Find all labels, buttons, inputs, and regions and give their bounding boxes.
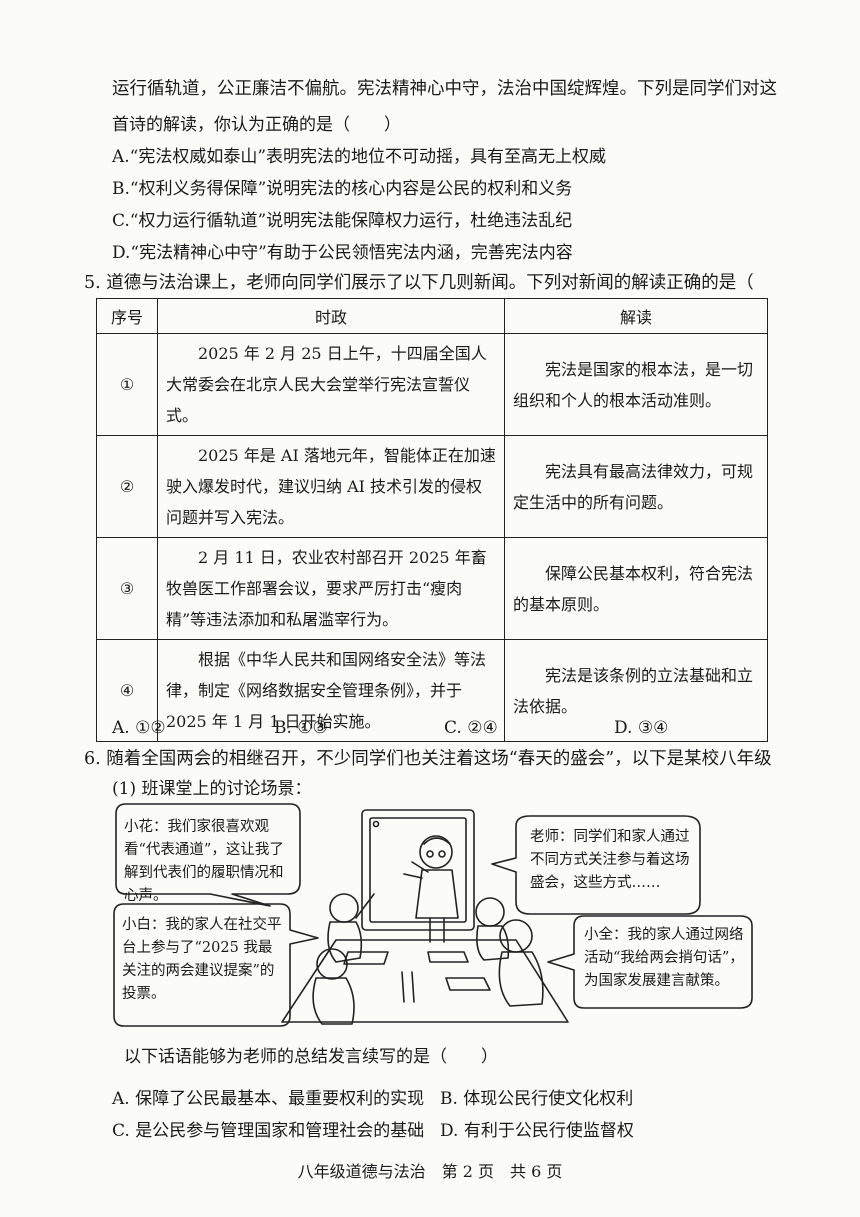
bubble-xiaohua: 小花：我们家很喜欢观看“代表通道”，这让我了解到代表们的履职情况和心声。 — [124, 819, 284, 904]
q4-stem-line1: 运行循轨道，公正廉洁不偏航。宪法精神心中守，法治中国绽辉煌。下列是同学们对这 — [112, 79, 777, 99]
row-interp: 保障公民基本权利，符合宪法的基本原则。 — [504, 537, 768, 640]
classroom-drawing — [113, 803, 753, 1027]
blackboard — [361, 809, 475, 931]
table-row: ① 2025 年 2 月 25 日上午，十四届全国人大常委会在北京人民大会堂举行… — [96, 333, 768, 436]
table-header-row: 序号 时政 解读 — [96, 298, 768, 334]
row-num: ④ — [96, 639, 158, 742]
header-news: 时政 — [157, 298, 505, 334]
q5-stem: 5. 道德与法治课上，老师向同学们展示了以下几则新闻。下列对新闻的解读正确的是（ — [84, 273, 754, 293]
q6-stem: 6. 随着全国两会的相继召开，不少同学们也关注着这场“春天的盛会”，以下是某校八… — [84, 749, 772, 769]
q6-option-a: A. 保障了公民最基本、最重要权利的实现 — [112, 1089, 425, 1109]
q6-question: 以下话语能够为老师的总结发言续写的是（ ） — [124, 1047, 498, 1067]
header-interp: 解读 — [504, 298, 768, 334]
row-interp: 宪法是国家的根本法，是一切组织和个人的根本活动准则。 — [504, 333, 768, 436]
q5-option-a: A. ①② — [112, 718, 166, 738]
teacher-figure — [419, 835, 453, 869]
conference-table — [281, 939, 569, 1023]
q4-option-b: B.“权利义务得保障”说明宪法的核心内容是公民的权利和义务 — [112, 179, 573, 199]
news-table: 序号 时政 解读 ① 2025 年 2 月 25 日上午，十四届全国人大常委会在… — [96, 298, 768, 742]
q4-stem-line2: 首诗的解读，你认为正确的是（ ） — [112, 115, 401, 135]
bubble-xiaobai: 小白：我的家人在社交平台上参与了“2025 我最关注的两会建议提案”的投票。 — [122, 917, 282, 1002]
q4-option-d: D.“宪法精神心中守”有助于公民领悟宪法内涵，完善宪法内容 — [112, 243, 573, 263]
row-interp: 宪法是该条例的立法基础和立法依据。 — [504, 639, 768, 742]
student-figure — [475, 897, 505, 927]
classroom-illustration: 小花：我们家很喜欢观看“代表通道”，这让我了解到代表们的履职情况和心声。 老师：… — [112, 802, 764, 1030]
header-num: 序号 — [96, 298, 158, 334]
table-row: ④ 根据《中华人民共和国网络安全法》等法律，制定《网络数据安全管理条例》，并于 … — [96, 639, 768, 742]
q6-option-b: B. 体现公民行使文化权利 — [440, 1089, 634, 1109]
student-figure — [329, 893, 359, 923]
bubble-teacher-shape — [491, 815, 701, 915]
page-footer: 八年级道德与法治 第 2 页 共 6 页 — [297, 1162, 563, 1181]
table-row: ③ 2 月 11 日，农业农村部召开 2025 年畜牧兽医工作部署会议，要求严厉… — [96, 537, 768, 640]
q5-option-b: B. ①③ — [274, 718, 328, 738]
bubble-teacher: 老师：同学们和家人通过不同方式关注参与着这场盛会，这些方式…… — [530, 829, 690, 891]
q4-option-a: A.“宪法权威如泰山”表明宪法的地位不可动摇，具有至高无上权威 — [112, 147, 607, 167]
row-interp: 宪法具有最高法律效力，可规定生活中的所有问题。 — [504, 435, 768, 538]
row-news: 根据《中华人民共和国网络安全法》等法律，制定《网络数据安全管理条例》，并于 20… — [157, 639, 505, 742]
row-num: ① — [96, 333, 158, 436]
student-figure — [316, 948, 348, 980]
q6-sub1: (1) 班课堂上的讨论场景： — [112, 779, 312, 799]
q5-option-c: C. ②④ — [444, 718, 498, 738]
q5-option-d: D. ③④ — [614, 718, 669, 738]
q4-option-c: C.“权力运行循轨道”说明宪法能保障权力运行，杜绝违法乱纪 — [112, 211, 573, 231]
student-figure — [499, 919, 533, 953]
row-news: 2025 年是 AI 落地元年，智能体正在加速驶入爆发时代，建议归纳 AI 技术… — [157, 435, 505, 538]
bubble-xiaoquan-shape — [547, 915, 753, 1009]
bubble-xiaohua-shape — [115, 803, 301, 907]
bubble-xiaoquan: 小全：我的家人通过网络活动“我给两会捎句话”，为国家发展建言献策。 — [584, 927, 744, 989]
q6-option-d: D. 有利于公民行使监督权 — [440, 1121, 634, 1141]
row-news: 2 月 11 日，农业农村部召开 2025 年畜牧兽医工作部署会议，要求严厉打击… — [157, 537, 505, 640]
row-num: ③ — [96, 537, 158, 640]
row-news: 2025 年 2 月 25 日上午，十四届全国人大常委会在北京人民大会堂举行宪法… — [157, 333, 505, 436]
row-num: ② — [96, 435, 158, 538]
table-row: ② 2025 年是 AI 落地元年，智能体正在加速驶入爆发时代，建议归纳 AI … — [96, 435, 768, 538]
q6-option-c: C. 是公民参与管理国家和管理社会的基础 — [112, 1121, 425, 1141]
bubble-xiaobai-shape — [113, 903, 319, 1027]
